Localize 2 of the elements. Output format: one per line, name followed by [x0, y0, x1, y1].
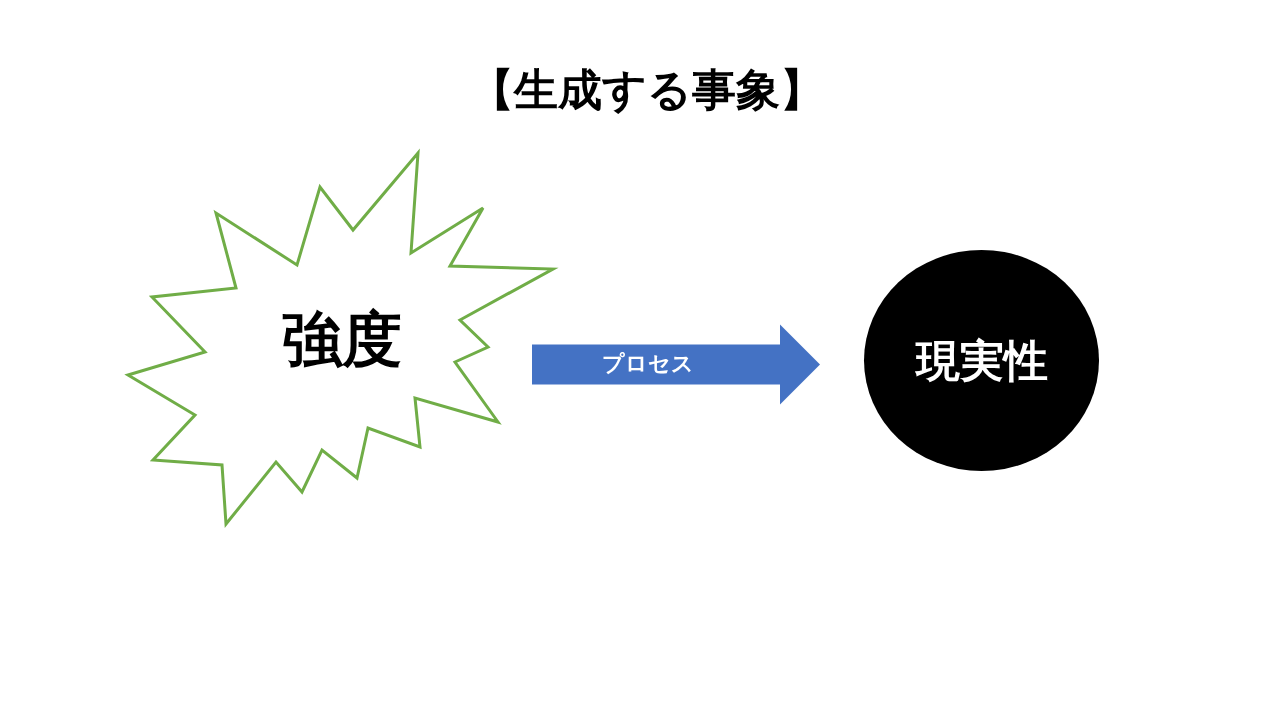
title: 【生成する事象】: [470, 63, 824, 117]
node-label: 現実性: [914, 333, 1049, 388]
